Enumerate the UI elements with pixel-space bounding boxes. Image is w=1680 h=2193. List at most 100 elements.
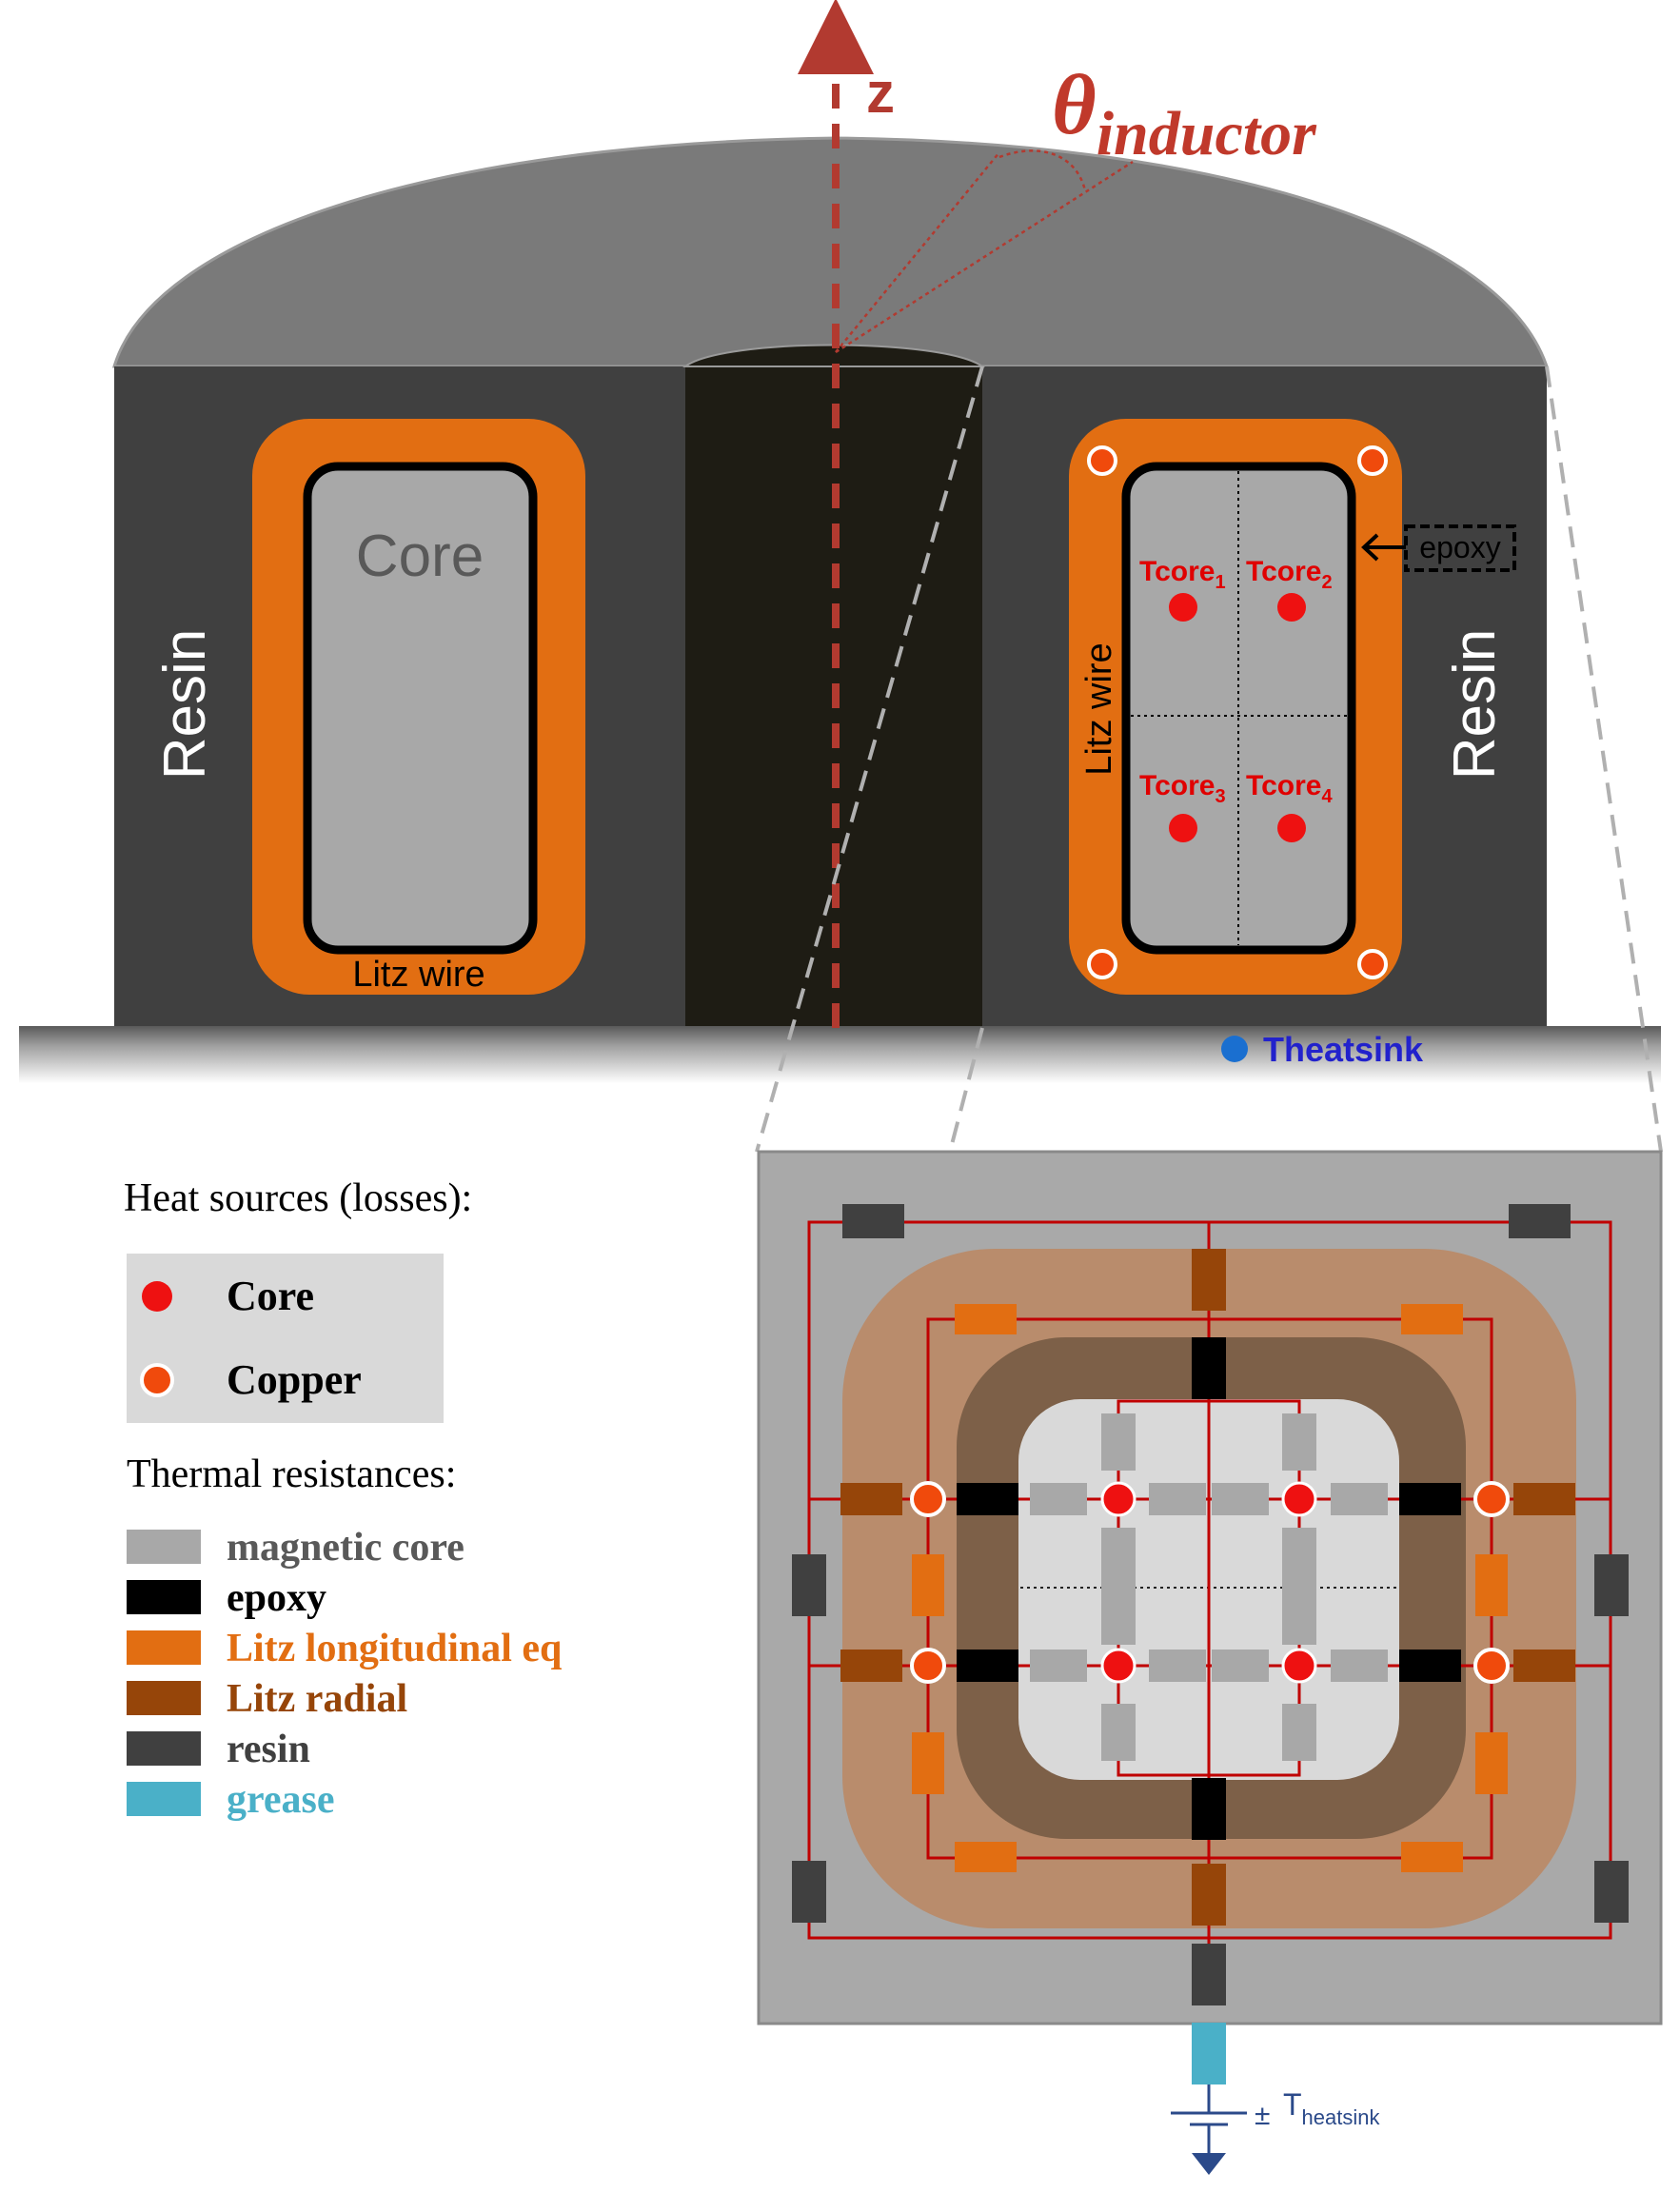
litz-longitudinal-resistor: [912, 1732, 944, 1794]
copper-node: [910, 1648, 946, 1684]
epoxy-tag-label: epoxy: [1419, 530, 1500, 564]
core-resistor: [1101, 1413, 1136, 1471]
copper-node: [910, 1481, 946, 1517]
core-node: [1100, 1481, 1136, 1517]
core-resistor: [1282, 1580, 1316, 1645]
litz-longitudinal-resistor: [955, 1842, 1017, 1872]
epoxy-resistors: [957, 1337, 1461, 1840]
core-node: [1100, 1648, 1136, 1684]
core-resistor: [1101, 1704, 1136, 1761]
tcore-3-label: Tcore3: [1139, 770, 1226, 807]
litz-radial-resistor: [840, 1650, 902, 1682]
litz-radial-resistor: [840, 1483, 902, 1515]
resin-resistor: [1509, 1204, 1571, 1238]
copper-marker: [1087, 445, 1117, 476]
ground-arrow: [1192, 2153, 1226, 2175]
resin-resistors: [792, 1204, 1629, 2005]
theta-inductor-label: θinductor: [1052, 58, 1317, 168]
heatsink-temperature-dot: [1221, 1036, 1248, 1062]
litz-radial-resistor: [1513, 1650, 1575, 1682]
litz-longitudinal-resistor: [1475, 1554, 1508, 1616]
left-core-label: Core: [356, 524, 484, 589]
resin-resistor: [842, 1204, 904, 1238]
right-litz-label: Litz wire: [1079, 642, 1119, 775]
source-label: Theatsink: [1283, 2087, 1380, 2129]
epoxy-resistor: [1192, 1337, 1226, 1399]
tcore-markers: Tcore1 Tcore2 Tcore3 Tcore4: [1139, 556, 1333, 842]
epoxy-resistor: [1399, 1483, 1461, 1515]
heat-sources-title: Heat sources (losses):: [124, 1176, 472, 1220]
thermal-network: ± Theatsink: [757, 1150, 1663, 2175]
resistance-swatch: [127, 1681, 201, 1715]
thermal-resistances-title: Thermal resistances:: [127, 1452, 456, 1496]
copper-marker: [1357, 445, 1388, 476]
magnetic-core-resistors: [1030, 1413, 1388, 1761]
litz-radial-resistor: [1192, 1864, 1226, 1926]
resistance-swatch: [127, 1782, 201, 1816]
resistance-label: Litz longitudinal eq: [227, 1627, 562, 1670]
resistance-label: grease: [227, 1778, 335, 1822]
core-resistor: [1101, 1580, 1136, 1645]
core-resistor: [1212, 1483, 1269, 1515]
inductor-angle-indicator: [835, 149, 1134, 354]
tcore-2-label: Tcore2: [1246, 556, 1333, 593]
copper-marker: [1357, 949, 1388, 979]
copper-node: [1473, 1481, 1510, 1517]
core-loss-swatch: [142, 1281, 172, 1312]
core-resistor: [1149, 1483, 1206, 1515]
tcore-4-label: Tcore4: [1246, 770, 1333, 807]
copper-loss-label: Copper: [227, 1356, 362, 1403]
left-litz-label: Litz wire: [352, 955, 484, 995]
core-loss-label: Core: [227, 1273, 314, 1319]
resin-resistor: [1594, 1861, 1629, 1923]
resistance-label: magnetic core: [227, 1526, 464, 1570]
copper-marker: [1087, 949, 1117, 979]
source-polarity: ±: [1255, 2100, 1270, 2131]
right-resin-label: Resin: [1442, 629, 1508, 780]
copper-loss-swatch: [140, 1363, 174, 1397]
core-resistor: [1030, 1650, 1087, 1682]
network-core-nodes: [1100, 1481, 1317, 1684]
tcore-4-dot: [1277, 814, 1306, 842]
heatsink-plate: [19, 1026, 1661, 1083]
resin-resistor: [792, 1861, 826, 1923]
resin-resistor: [792, 1554, 826, 1616]
epoxy-resistor: [957, 1650, 1018, 1682]
tcore-3-dot: [1169, 814, 1197, 842]
copper-node: [1473, 1648, 1510, 1684]
inductor-cross-section: Core Litz wire Litz wire Tcore1 Tcore2 T…: [19, 0, 1661, 1083]
core-resistor: [1212, 1650, 1269, 1682]
epoxy-resistor: [957, 1483, 1018, 1515]
core-resistor: [1030, 1483, 1087, 1515]
heat-sources-box: [127, 1254, 444, 1423]
legend: Heat sources (losses): Core Copper Therm…: [124, 1176, 562, 1822]
litz-longitudinal-resistor: [955, 1304, 1017, 1334]
tcore-2-dot: [1277, 593, 1306, 622]
left-core: [303, 462, 538, 955]
resistance-label: resin: [227, 1728, 310, 1771]
litz-radial-resistor: [1192, 1249, 1226, 1311]
heatsink-source: [1171, 2084, 1247, 2153]
epoxy-callout: epoxy: [1361, 524, 1516, 572]
core-resistor: [1282, 1704, 1316, 1761]
litz-radial-resistor: [1513, 1483, 1575, 1515]
grease-resistor: [1192, 2023, 1226, 2084]
heatsink-temperature-label: Theatsink: [1263, 1030, 1424, 1069]
epoxy-resistor: [1192, 1778, 1226, 1840]
resin-dome: [111, 136, 1550, 368]
core-node: [1281, 1648, 1317, 1684]
resistance-label: epoxy: [227, 1576, 326, 1620]
resistance-swatch: [127, 1731, 201, 1766]
litz-longitudinal-resistor: [912, 1554, 944, 1616]
left-resin-label: Resin: [152, 629, 218, 780]
litz-longitudinal-resistor: [1401, 1304, 1463, 1334]
resin-resistor: [1594, 1554, 1629, 1616]
core-resistor: [1331, 1650, 1388, 1682]
resistance-swatch: [127, 1530, 201, 1564]
litz-longitudinal-resistor: [1401, 1842, 1463, 1872]
litz-longitudinal-resistor: [1475, 1732, 1508, 1794]
copper-loss-markers: [1087, 445, 1388, 979]
